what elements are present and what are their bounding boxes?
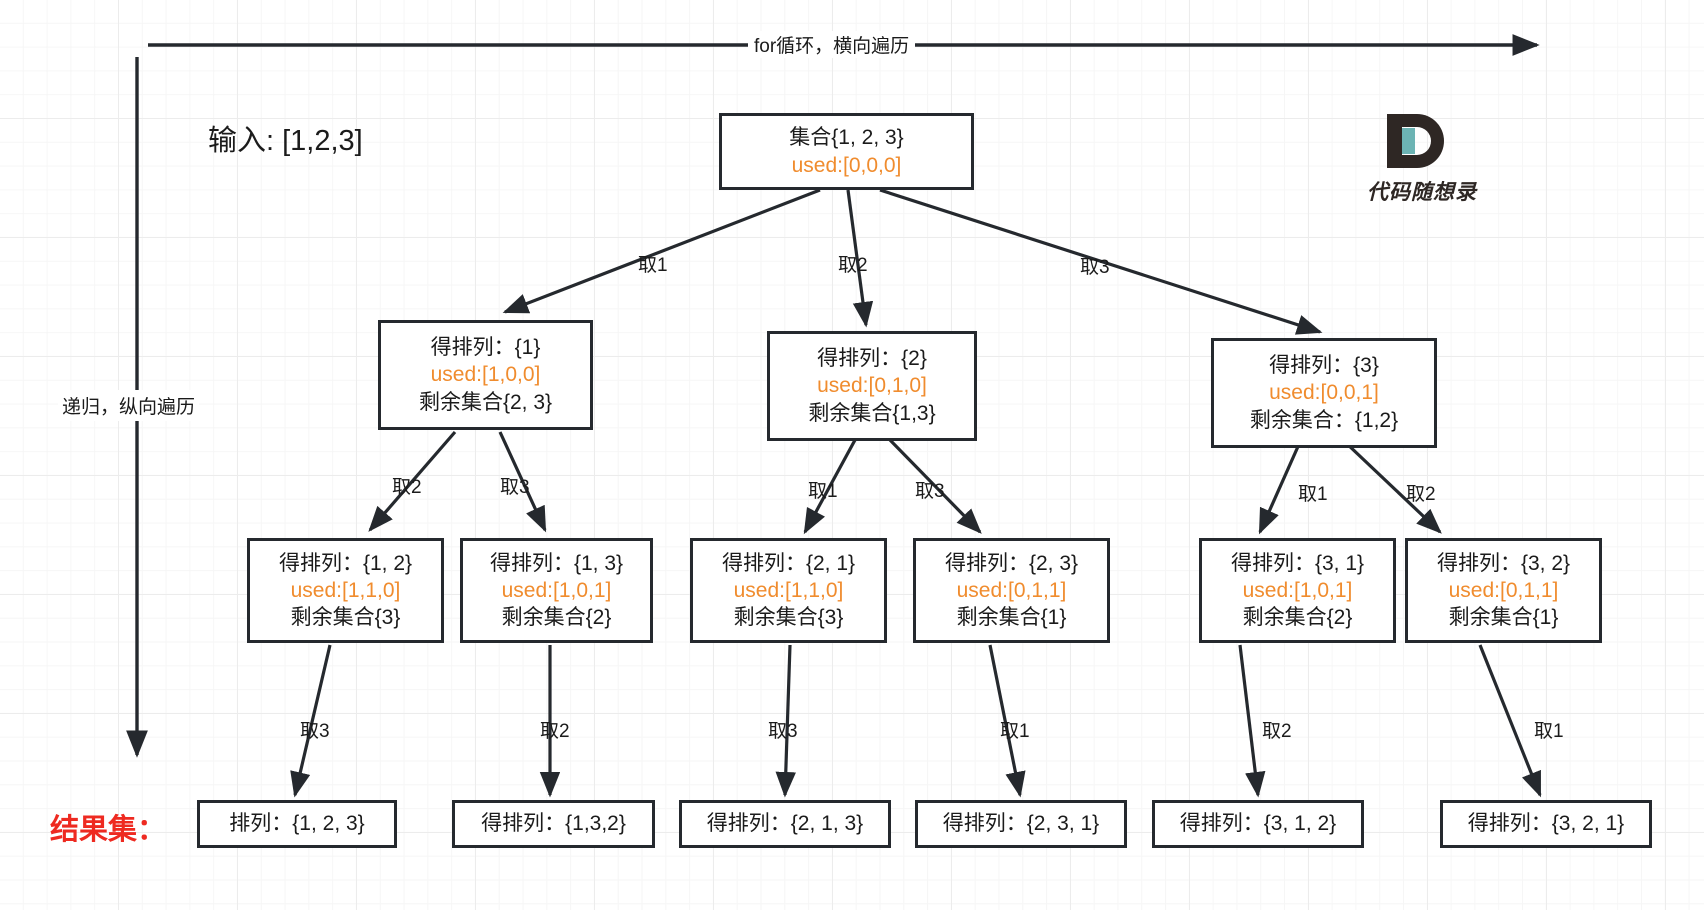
node-line-3: 剩余集合{1} xyxy=(956,606,1067,630)
node-line-1: 得排列：{1} xyxy=(430,336,541,360)
node-line-3: 剩余集合{2} xyxy=(501,606,612,630)
node-line-3: 剩余集合：{1,2} xyxy=(1249,408,1399,432)
vertical-axis-label: 递归，纵向遍历 xyxy=(58,390,200,421)
leaf-text: 得排列：{2, 3, 1} xyxy=(942,812,1100,836)
node-line-2: used:[1,0,1] xyxy=(501,578,612,602)
edge-label-l1-0-b: 取3 xyxy=(500,477,530,498)
tree-node-l2-5[interactable]: 得排列：{3, 2} used:[0,1,1] 剩余集合{1} xyxy=(1405,538,1602,643)
tree-node-l1-1[interactable]: 得排列：{2} used:[0,1,0] 剩余集合{1,3} xyxy=(767,331,977,441)
edge-label-leaf-0: 取3 xyxy=(300,721,330,742)
edge-label-leaf-2: 取3 xyxy=(768,721,798,742)
edge-label-leaf-1: 取2 xyxy=(540,721,570,742)
edge-label-root-2: 取3 xyxy=(1080,257,1110,278)
node-line-2: used:[0,1,1] xyxy=(1448,578,1559,602)
tree-leaf-4[interactable]: 得排列：{3, 1, 2} xyxy=(1152,800,1364,848)
edge-label-l1-2-a: 取1 xyxy=(1298,484,1328,505)
tree-node-l2-2[interactable]: 得排列：{2, 1} used:[1,1,0] 剩余集合{3} xyxy=(690,538,887,643)
node-line-2: used:[0,1,1] xyxy=(956,578,1067,602)
node-line-3: 剩余集合{2} xyxy=(1242,606,1353,630)
brand-logo: 代码随想录 xyxy=(1352,112,1492,204)
edge-label-root-1: 取2 xyxy=(838,255,868,276)
leaf-text: 得排列：{3, 2, 1} xyxy=(1467,812,1625,836)
logo-text: 代码随想录 xyxy=(1367,179,1477,204)
node-line-1: 得排列：{3, 2} xyxy=(1436,551,1571,575)
edge-label-l1-0-a: 取2 xyxy=(392,477,422,498)
node-line-2: used:[1,1,0] xyxy=(733,578,844,602)
tree-node-l2-3[interactable]: 得排列：{2, 3} used:[0,1,1] 剩余集合{1} xyxy=(913,538,1110,643)
node-line-2: used:[0,1,0] xyxy=(817,374,927,398)
node-line-1: 得排列：{1, 3} xyxy=(489,551,624,575)
result-set-label: 结果集： xyxy=(50,814,167,846)
tree-leaf-5[interactable]: 得排列：{3, 2, 1} xyxy=(1440,800,1652,848)
leaf-text: 得排列：{1,3,2} xyxy=(481,812,626,836)
node-line-2: used:[1,0,1] xyxy=(1242,578,1353,602)
tree-node-l1-2[interactable]: 得排列：{3} used:[0,0,1] 剩余集合：{1,2} xyxy=(1211,338,1437,448)
node-line-2: used:[0,0,0] xyxy=(791,153,902,177)
tree-leaf-3[interactable]: 得排列：{2, 3, 1} xyxy=(915,800,1127,848)
edge-label-root-0: 取1 xyxy=(638,255,668,276)
node-line-3: 剩余集合{3} xyxy=(290,606,401,630)
tree-leaf-2[interactable]: 得排列：{2, 1, 3} xyxy=(679,800,891,848)
node-line-2: used:[1,0,0] xyxy=(430,363,541,387)
node-line-3: 剩余集合{1,3} xyxy=(808,401,936,425)
node-line-1: 得排列：{2, 3} xyxy=(944,551,1079,575)
tree-node-root[interactable]: 集合{1, 2, 3} used:[0,0,0] xyxy=(719,113,974,190)
tree-leaf-0[interactable]: 排列：{1, 2, 3} xyxy=(197,800,397,848)
leaf-text: 得排列：{3, 1, 2} xyxy=(1179,812,1337,836)
node-line-2: used:[1,1,0] xyxy=(290,578,401,602)
tree-node-l2-4[interactable]: 得排列：{3, 1} used:[1,0,1] 剩余集合{2} xyxy=(1199,538,1396,643)
edge-label-l1-1-a: 取1 xyxy=(808,481,838,502)
node-line-1: 得排列：{3, 1} xyxy=(1230,551,1365,575)
node-line-1: 得排列：{1, 2} xyxy=(278,551,413,575)
horizontal-axis-label: for循环，横向遍历 xyxy=(748,31,916,58)
tree-node-l1-0[interactable]: 得排列：{1} used:[1,0,0] 剩余集合{2, 3} xyxy=(378,320,593,430)
node-line-3: 剩余集合{2, 3} xyxy=(418,390,553,414)
tree-node-l2-1[interactable]: 得排列：{1, 3} used:[1,0,1] 剩余集合{2} xyxy=(460,538,653,643)
edge-label-leaf-5: 取1 xyxy=(1534,721,1564,742)
tree-leaf-1[interactable]: 得排列：{1,3,2} xyxy=(452,800,655,848)
node-line-2: used:[0,0,1] xyxy=(1269,381,1379,405)
tree-node-l2-0[interactable]: 得排列：{1, 2} used:[1,1,0] 剩余集合{3} xyxy=(247,538,444,643)
edge-label-l1-1-b: 取3 xyxy=(915,481,945,502)
node-line-3: 剩余集合{3} xyxy=(733,606,844,630)
edge-label-leaf-4: 取2 xyxy=(1262,721,1292,742)
leaf-text: 排列：{1, 2, 3} xyxy=(229,812,365,836)
leaf-text: 得排列：{2, 1, 3} xyxy=(706,812,864,836)
node-line-3: 剩余集合{1} xyxy=(1448,606,1559,630)
node-line-1: 集合{1, 2, 3} xyxy=(789,126,904,150)
node-line-1: 得排列：{2, 1} xyxy=(721,551,856,575)
edge-label-l1-2-b: 取2 xyxy=(1406,484,1436,505)
node-line-1: 得排列：{2} xyxy=(817,347,927,371)
logo-d-icon xyxy=(1387,112,1457,170)
input-text: 输入: [1,2,3] xyxy=(208,125,363,157)
node-line-1: 得排列：{3} xyxy=(1269,354,1379,378)
edge-label-leaf-3: 取1 xyxy=(1000,721,1030,742)
